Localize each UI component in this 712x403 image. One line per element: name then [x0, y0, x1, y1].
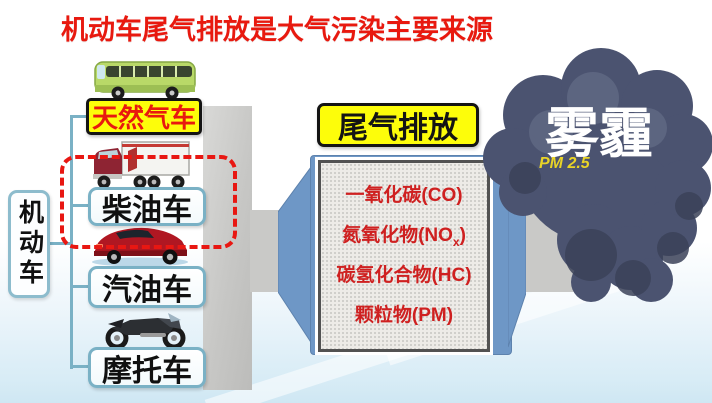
slide-title: 机动车尾气排放是大气污染主要来源	[61, 15, 493, 45]
pollutant-item-pm: 颗粒物(PM)	[355, 298, 453, 334]
node-label: 摩托车	[102, 354, 192, 388]
pollutant-item-nox: 氮氧化物(NOx)	[342, 218, 466, 254]
pollutant-text: 颗粒物(PM)	[354, 305, 454, 326]
node-gasoline-vehicle: 汽油车	[88, 266, 206, 308]
muffler-flange-left-shape	[278, 162, 314, 348]
tree-branch-line	[70, 204, 88, 207]
bus-image	[94, 61, 196, 100]
node-diesel-vehicle: 柴油车	[88, 187, 206, 227]
pollutant-text: 一氧化碳(CO)	[345, 185, 463, 206]
smog-label: 雾霾	[545, 104, 653, 164]
diesel-highlight-dashed-box	[60, 155, 237, 249]
pollutant-item-co: 一氧化碳(CO)	[345, 178, 462, 214]
tree-branch-line	[70, 285, 88, 288]
pollutant-list-box: 一氧化碳(CO) 氮氧化物(NOx) 碳氢化合物(HC) 颗粒物(PM)	[318, 160, 490, 352]
tree-branch-line	[70, 115, 88, 118]
node-label: 汽油车	[102, 274, 192, 307]
pollutant-text: )	[459, 225, 466, 246]
root-node-motor-vehicle: 机动车	[8, 190, 50, 298]
root-node-label: 机动车	[15, 199, 44, 289]
motorcycle-image	[105, 313, 186, 350]
exhaust-emission-header: 尾气排放	[317, 103, 479, 147]
node-motorcycle: 摩托车	[88, 347, 206, 388]
tree-root-line	[50, 242, 72, 245]
pollutant-text: 氮氧化物(NO	[342, 225, 453, 246]
pollutant-subscript: x	[452, 234, 460, 249]
pollutant-text: 碳氢化合物(HC)	[336, 265, 472, 286]
pollutant-item-hc: 碳氢化合物(HC)	[336, 258, 471, 294]
tree-branch-line	[70, 365, 88, 368]
pm25-label: PM 2.5	[539, 155, 591, 172]
node-natural-gas-vehicle: 天然气车	[86, 98, 202, 135]
node-label: 柴油车	[102, 193, 192, 227]
node-label: 天然气车	[91, 103, 196, 133]
smog-cloud: 雾霾 PM 2.5	[483, 48, 712, 302]
